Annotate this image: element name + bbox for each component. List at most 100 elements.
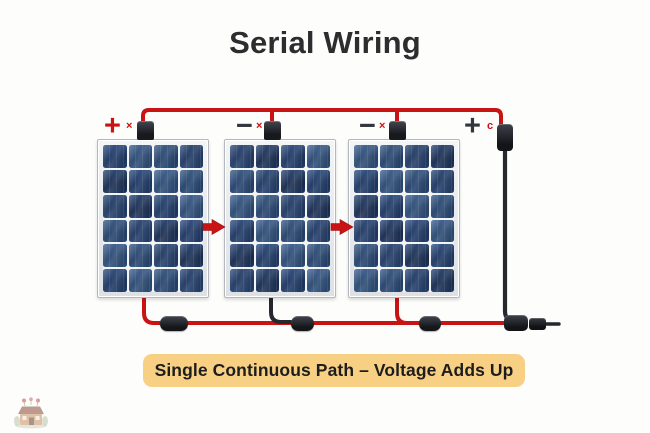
solar-cell <box>255 145 279 168</box>
solar-cell <box>154 194 178 218</box>
solar-cell <box>430 244 454 268</box>
solar-cell <box>255 269 279 292</box>
solar-cell <box>154 244 178 268</box>
inline-connector-3-icon <box>419 316 441 331</box>
solar-panel-3 <box>348 139 460 298</box>
solar-cell <box>379 145 403 168</box>
top-rail-wire <box>141 108 503 131</box>
terminal-mark-1: × <box>126 120 133 132</box>
solar-cell <box>405 145 429 168</box>
caption-text: Single Continuous Path – Voltage Adds Up <box>154 360 514 380</box>
solar-cell <box>179 194 203 218</box>
solar-cell <box>103 219 127 243</box>
solar-cell <box>103 145 127 168</box>
mc4-connector-panel1-icon <box>137 121 154 140</box>
solar-cell <box>179 145 203 168</box>
mc4-connector-output-icon <box>497 124 513 151</box>
solar-cell <box>306 219 330 243</box>
output-cable-wire <box>502 147 521 324</box>
solar-cell <box>430 219 454 243</box>
page-title: Serial Wiring <box>229 25 421 60</box>
solar-cell <box>306 244 330 268</box>
solar-cell <box>230 145 254 168</box>
solar-cell <box>354 194 378 218</box>
solar-cell <box>281 244 305 268</box>
solar-cell <box>128 145 152 168</box>
solar-cell <box>306 169 330 193</box>
minus-sign-panel3: − <box>359 110 376 142</box>
solar-cell <box>128 244 152 268</box>
solar-cell <box>430 269 454 292</box>
solar-cell <box>103 244 127 268</box>
solar-cell <box>128 219 152 243</box>
mc4-connector-panel2-icon <box>264 121 281 140</box>
solar-cell <box>354 219 378 243</box>
inline-connector-2-icon <box>291 316 314 331</box>
solar-cell <box>230 244 254 268</box>
solar-cell <box>255 169 279 193</box>
caption-badge: Single Continuous Path – Voltage Adds Up <box>143 354 525 387</box>
solar-cell <box>281 145 305 168</box>
solar-cell <box>103 169 127 193</box>
solar-cell <box>179 219 203 243</box>
solar-cell <box>154 269 178 292</box>
solar-cell <box>379 219 403 243</box>
solar-cell <box>379 244 403 268</box>
solar-cell <box>405 269 429 292</box>
solar-cell <box>281 219 305 243</box>
solar-cell <box>103 194 127 218</box>
solar-cell <box>354 169 378 193</box>
solar-cell <box>230 269 254 292</box>
solar-cell <box>354 244 378 268</box>
terminal-mark-4: c <box>487 120 494 132</box>
solar-cell <box>405 194 429 218</box>
solar-cell <box>128 269 152 292</box>
plus-sign-output: + <box>464 110 481 142</box>
solar-cell <box>281 169 305 193</box>
panel3-bottom-wire <box>395 291 424 325</box>
solar-cell-grid <box>103 145 203 292</box>
solar-cell <box>128 169 152 193</box>
panel2-bottom-wire <box>269 291 296 324</box>
solar-cell <box>306 269 330 292</box>
solar-cell-grid <box>230 145 330 292</box>
solar-cell <box>430 169 454 193</box>
solar-panel-2 <box>224 139 336 298</box>
cottage-logo-icon <box>14 397 48 429</box>
solar-cell <box>154 145 178 168</box>
solar-cell <box>230 169 254 193</box>
solar-cell <box>230 194 254 218</box>
solar-cell <box>430 194 454 218</box>
terminal-mark-2: × <box>256 120 263 132</box>
solar-cell <box>103 269 127 292</box>
minus-sign-panel2: − <box>236 110 253 142</box>
solar-cell <box>255 194 279 218</box>
solar-cell <box>179 169 203 193</box>
solar-cell <box>354 145 378 168</box>
solar-cell <box>379 194 403 218</box>
bottom-rail-wire <box>142 291 509 325</box>
solar-cell <box>281 269 305 292</box>
solar-cell <box>430 145 454 168</box>
solar-cell <box>306 194 330 218</box>
solar-cell <box>354 269 378 292</box>
solar-cell <box>230 219 254 243</box>
terminal-mark-3: × <box>379 120 386 132</box>
solar-panel-1 <box>97 139 209 298</box>
solar-cell <box>405 169 429 193</box>
output-connector-female-icon <box>504 315 528 331</box>
solar-cell <box>405 219 429 243</box>
solar-cell <box>179 244 203 268</box>
solar-cell <box>154 169 178 193</box>
solar-cell <box>379 269 403 292</box>
plus-sign-panel1: + <box>104 110 121 142</box>
solar-cell <box>128 194 152 218</box>
solar-cell-grid <box>354 145 454 292</box>
mc4-connector-panel3-icon <box>389 121 406 140</box>
inline-connector-1-icon <box>160 316 188 331</box>
solar-cell <box>255 219 279 243</box>
solar-cell <box>154 219 178 243</box>
solar-cell <box>255 244 279 268</box>
output-connector-male-icon <box>529 318 546 330</box>
